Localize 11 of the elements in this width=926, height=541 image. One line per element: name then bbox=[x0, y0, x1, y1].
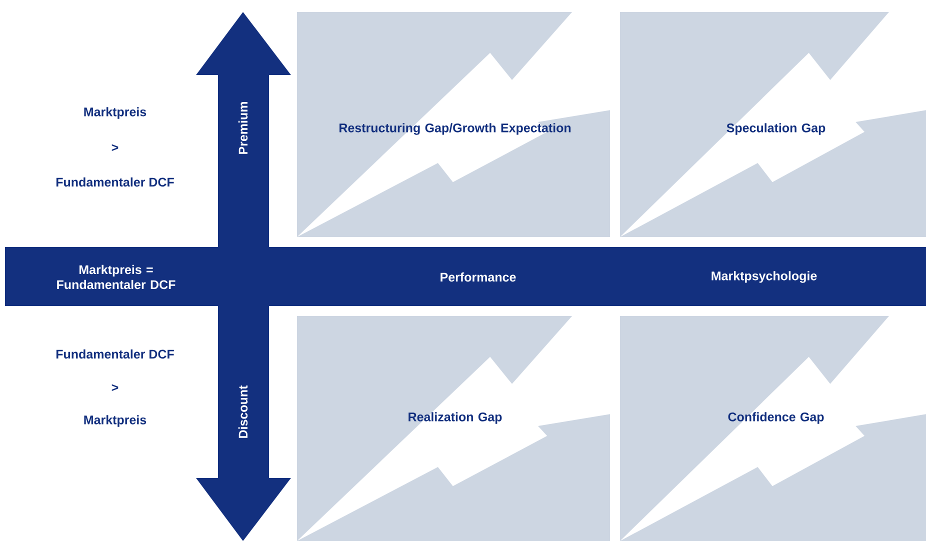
axis-label: Fundamentaler DCF bbox=[56, 349, 174, 359]
quadrant-box: Confidence Gap bbox=[620, 316, 926, 541]
axis-label: > bbox=[112, 384, 118, 391]
axis-label: Fundamentaler DCF bbox=[56, 177, 174, 187]
axis-label: > bbox=[112, 144, 118, 151]
axis-band: Marktpreis = Fundamentaler DCF Performance Marktpsychologie bbox=[5, 247, 926, 306]
quadrant-box: Restructuring Gap/Growth Expectation bbox=[297, 12, 610, 237]
quadrant-box: Speculation Gap bbox=[620, 12, 926, 237]
axis-label: Marktpreis bbox=[84, 415, 146, 427]
axis-label: Marktpreis bbox=[84, 107, 146, 119]
quadrant-box: Realization Gap bbox=[297, 316, 610, 541]
